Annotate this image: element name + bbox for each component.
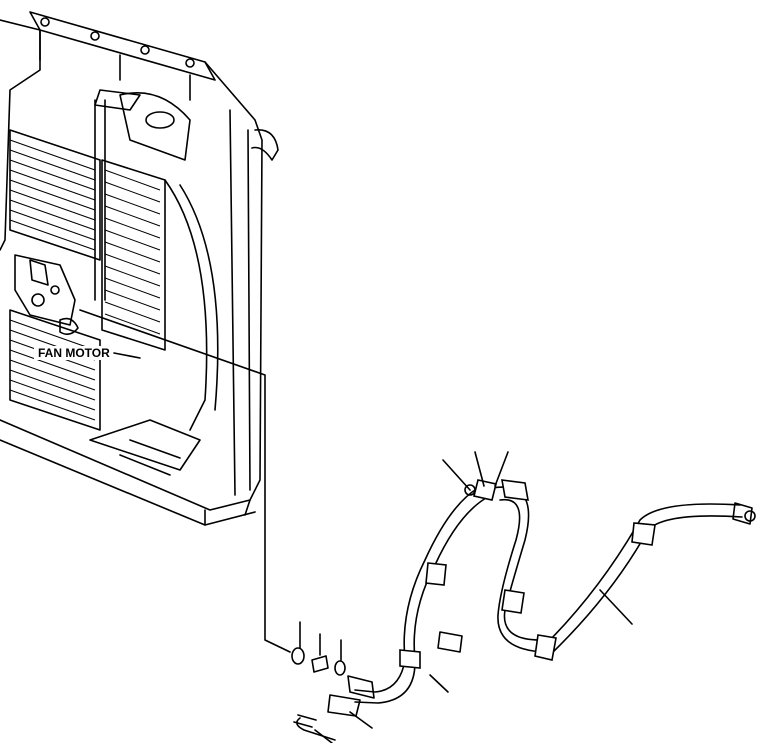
loose-parts <box>291 631 463 741</box>
callout-leaders <box>299 451 633 743</box>
elbow-fitting <box>347 675 375 699</box>
clamp-lower <box>327 694 361 717</box>
bolt <box>293 714 336 741</box>
fan-motor-block <box>14 254 79 336</box>
fan-motor-leader <box>79 309 291 653</box>
fan-motor-label-bg <box>34 346 114 360</box>
fan-motor-label-pointer <box>113 352 141 359</box>
radiator-assembly <box>0 11 279 526</box>
fan-motor-label: FAN MOTOR <box>38 346 110 360</box>
o-ring-2 <box>334 660 346 676</box>
clamp-upper <box>437 631 463 653</box>
o-ring-1 <box>291 647 305 665</box>
adapter <box>311 655 329 673</box>
hose-assembly <box>354 479 756 704</box>
